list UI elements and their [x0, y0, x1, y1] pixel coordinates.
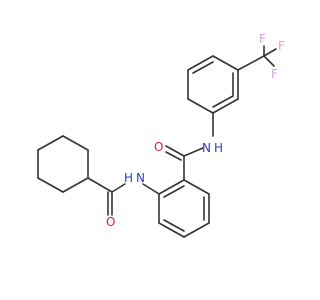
hydrogen-label-lower: H — [124, 171, 133, 185]
fluorine-label-right-bottom: F — [271, 67, 278, 81]
oxygen-label-lower: O — [106, 215, 115, 229]
benzamide-ring — [158, 179, 210, 238]
trifluoromethyl-group — [237, 45, 277, 71]
fluorine-label-right-top: F — [278, 39, 285, 53]
molecule-diagram: F F F N H O N H O — [37, 32, 285, 238]
trifluoromethylphenyl-ring — [187, 55, 239, 114]
fluorine-label-top: F — [259, 32, 266, 46]
cyclohexane-ring — [37, 135, 89, 193]
lower-amide — [87, 177, 160, 216]
upper-amide — [165, 112, 214, 181]
oxygen-label-upper: O — [154, 140, 163, 154]
hydrogen-label-upper: H — [214, 141, 223, 155]
nitrogen-label-lower: N — [136, 171, 145, 185]
nitrogen-label-upper: N — [202, 141, 211, 155]
